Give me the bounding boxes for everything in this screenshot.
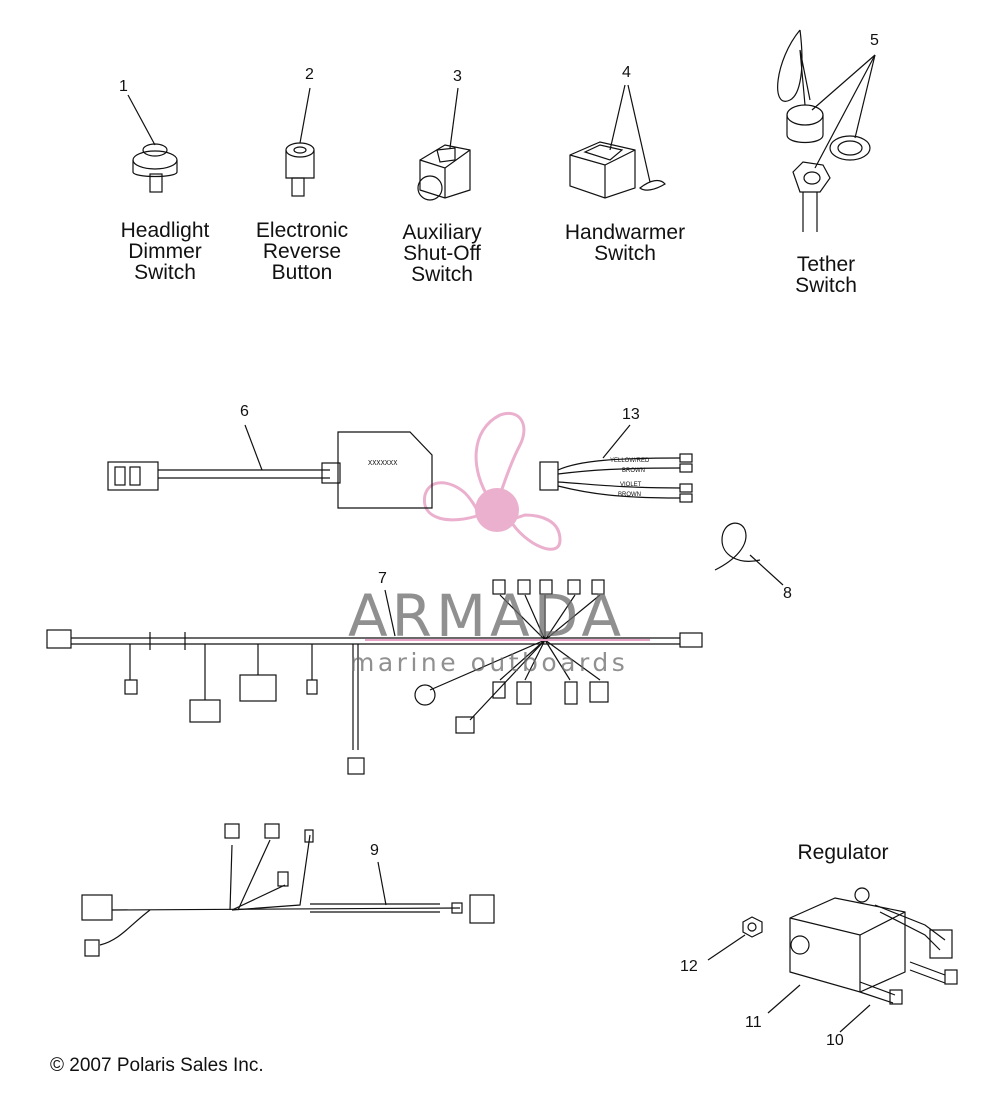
label-headlight-dimmer-switch: Headlight Dimmer Switch — [95, 220, 235, 283]
label-tether-switch: Tether Switch — [756, 254, 896, 296]
label-line: Switch — [411, 263, 473, 286]
label-line: Handwarmer — [564, 221, 686, 244]
wire-pigtail-icon — [539, 424, 693, 503]
label-line: Switch — [134, 261, 196, 284]
part-number-9: 9 — [370, 842, 379, 859]
part-number-4: 4 — [622, 64, 631, 81]
label-line: Switch — [795, 274, 857, 297]
part-number-10: 10 — [826, 1032, 844, 1049]
label-line: Reverse — [262, 240, 342, 263]
part-number-11: 11 — [745, 1014, 762, 1031]
part-number-12: 12 — [680, 958, 698, 975]
label-regulator: Regulator — [773, 842, 913, 863]
regulator-icon — [707, 887, 958, 1033]
label-line: Headlight — [120, 219, 210, 242]
part-number-8: 8 — [783, 585, 792, 602]
headlight-dimmer-switch-icon — [127, 94, 178, 193]
part-number-7: 7 — [378, 570, 387, 587]
label-line: Button — [271, 261, 333, 284]
watermark-brand: ARMADA — [348, 582, 626, 650]
module-harness-icon — [107, 424, 433, 509]
wire-label-2: BROWN — [622, 468, 645, 474]
part-number-3: 3 — [453, 68, 462, 85]
label-line: Switch — [594, 242, 656, 265]
wire-label-1: YELLOW/RED — [610, 458, 650, 464]
main-harness-icon — [46, 579, 703, 775]
label-electronic-reverse-button: Electronic Reverse Button — [232, 220, 372, 283]
label-line: Electronic — [255, 219, 349, 242]
part-number-13: 13 — [622, 406, 640, 423]
label-line: Regulator — [797, 841, 889, 864]
wire-label-4: BROWN — [618, 492, 641, 498]
label-line: Dimmer — [128, 240, 202, 263]
watermark-tagline: marine outboards — [350, 648, 629, 677]
watermark-propeller-icon — [423, 411, 562, 551]
tether-switch-icon — [777, 29, 876, 232]
label-handwarmer-switch: Handwarmer Switch — [545, 222, 705, 264]
part-number-2: 2 — [305, 66, 314, 83]
label-line: Shut-Off — [403, 242, 481, 265]
part-number-5: 5 — [870, 32, 879, 49]
cable-tie-icon — [714, 522, 784, 586]
auxiliary-shut-off-switch-icon — [417, 87, 471, 201]
part-number-1: 1 — [119, 78, 128, 95]
label-line: Tether — [796, 253, 856, 276]
label-auxiliary-shut-off-switch: Auxiliary Shut-Off Switch — [372, 222, 512, 285]
copyright-notice: © 2007 Polaris Sales Inc. — [50, 1055, 264, 1076]
module-label: XXXXXXX — [368, 460, 398, 468]
wire-label-3: VIOLET — [620, 482, 642, 488]
handwarmer-switch-icon — [569, 84, 666, 199]
lower-harness-icon — [81, 823, 495, 957]
part-number-6: 6 — [240, 403, 249, 420]
electronic-reverse-button-icon — [285, 87, 315, 197]
label-line: Auxiliary — [402, 221, 482, 244]
